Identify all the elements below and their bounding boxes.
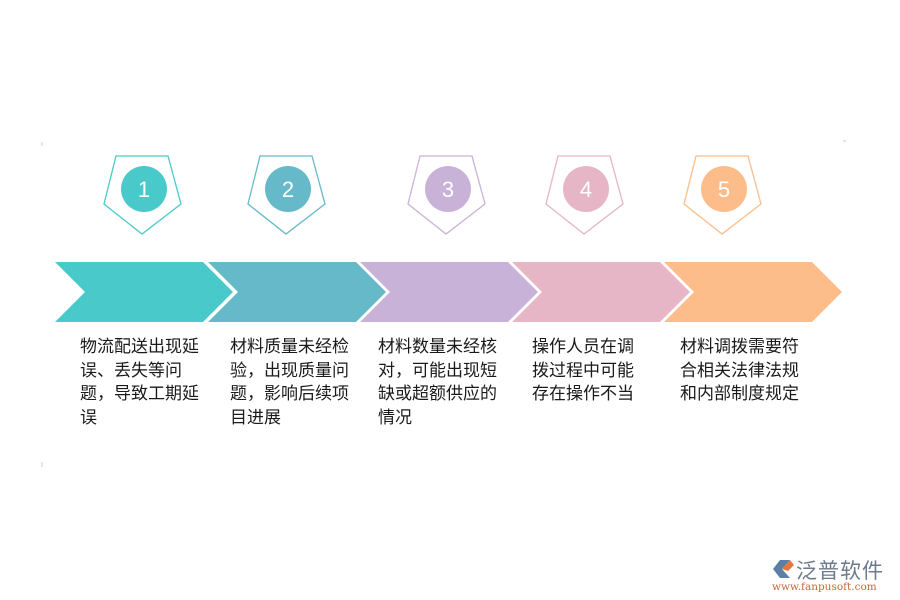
fanpu-logo-icon	[773, 560, 794, 578]
step-1-description: 物流配送出现延误、丢失等问题，导致工期延误	[80, 337, 199, 428]
step-4-circle	[563, 166, 609, 212]
step-2-pentagon	[247, 155, 326, 235]
step-1-arrow	[55, 262, 233, 322]
step-1-number: 1	[138, 177, 150, 202]
fanpu-logo: 泛普软件 www.fanpusoft.com	[770, 555, 895, 597]
step-3-circle	[425, 166, 471, 212]
step-4-pentagon	[545, 155, 624, 235]
step-2-circle	[265, 166, 311, 212]
step-2-description: 材料质量未经检验，出现质量问题，影响后续项目进展	[230, 337, 349, 428]
step-1-circle	[121, 166, 167, 212]
step-4-arrow	[512, 262, 690, 322]
step-3-arrow	[360, 262, 538, 322]
step-4-description: 操作人员在调拨过程中可能存在操作不当	[532, 337, 634, 404]
step-1-pentagon	[103, 155, 182, 235]
step-5-pentagon	[683, 155, 762, 235]
step-4-number: 4	[580, 177, 592, 202]
step-3-number: 3	[442, 177, 454, 202]
step-3-description: 材料数量未经核对，可能出现短缺或超额供应的情况	[378, 337, 497, 428]
step-5-number: 5	[718, 177, 730, 202]
step-5-circle	[701, 166, 747, 212]
step-5-arrow	[664, 262, 842, 322]
step-5-description: 材料调拨需要符合相关法律法规和内部制度规定	[680, 337, 799, 404]
step-2-arrow	[208, 262, 386, 322]
logo-name: 泛普软件	[796, 559, 884, 583]
step-3-pentagon	[407, 155, 486, 235]
step-2-number: 2	[282, 177, 294, 202]
logo-url: www.fanpusoft.com	[772, 581, 877, 593]
